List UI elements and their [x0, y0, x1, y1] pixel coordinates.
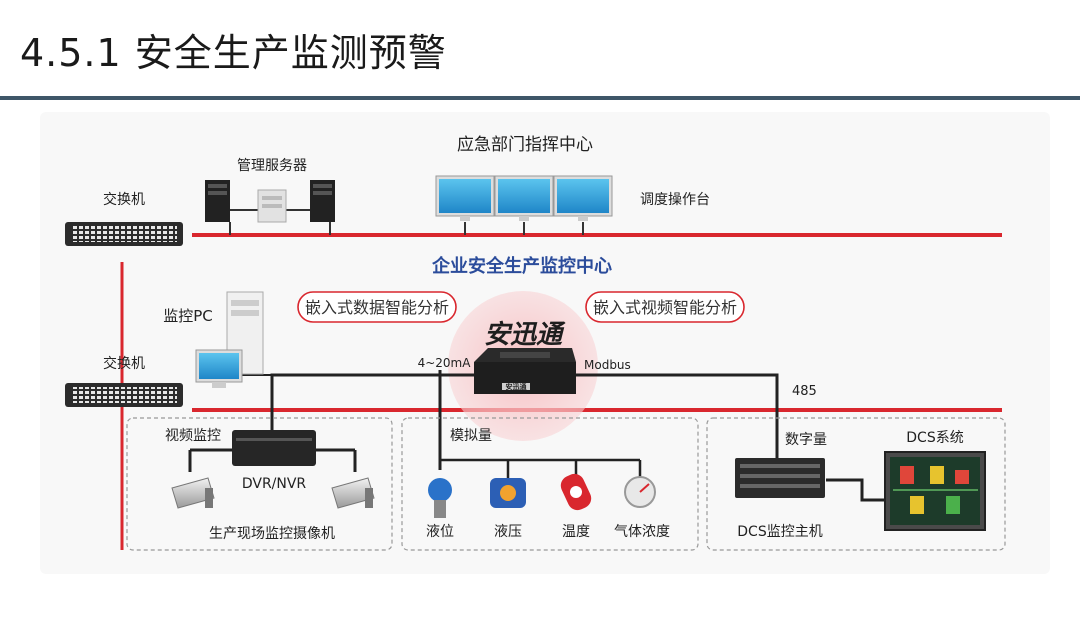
brand-logo: 安迅通 — [484, 320, 566, 350]
mgmt-server-label: 管理服务器 — [237, 158, 307, 174]
monitor-pc-icon — [195, 291, 264, 388]
embedded-video-capsule — [585, 291, 745, 323]
server-icon — [205, 180, 335, 223]
video-monitor-label: 视频监控 — [165, 428, 221, 444]
switch-top-label: 交换机 — [103, 191, 145, 208]
switch-top-icon — [65, 222, 183, 246]
level-label: 液位 — [426, 524, 454, 540]
embedded-data-label: 嵌入式数据智能分析 — [305, 298, 449, 317]
gas-label: 气体浓度 — [614, 524, 670, 540]
modbus-label: Modbus — [584, 358, 631, 372]
camera-left-icon — [171, 477, 215, 509]
central-device-icon — [474, 348, 576, 394]
temperature-sensor-icon — [560, 473, 592, 511]
analog-signal-label: 4~20mA — [418, 356, 472, 370]
dcs-screen-icon — [884, 451, 986, 531]
dispatch-console-label: 调度操作台 — [640, 192, 710, 208]
dvr-icon — [232, 430, 316, 466]
monitor-pc-label: 监控PC — [163, 307, 213, 325]
analog-group-box — [401, 417, 699, 551]
dvr-label: DVR/NVR — [242, 476, 307, 492]
pressure-label: 液压 — [494, 524, 522, 540]
digital-group-box — [706, 417, 1006, 551]
dcs-host-icon — [735, 458, 825, 498]
video-group-box — [126, 417, 393, 551]
gas-sensor-icon — [624, 476, 656, 508]
embedded-data-capsule — [297, 291, 457, 323]
monitor-icon — [435, 175, 613, 221]
pressure-sensor-icon — [490, 478, 526, 508]
analog-label: 模拟量 — [450, 428, 492, 444]
page-title: 4.5.1 安全生产监测预警 — [20, 31, 447, 75]
switch-mid-label: 交换机 — [103, 355, 145, 372]
cameras-label: 生产现场监控摄像机 — [209, 526, 335, 542]
level-sensor-icon — [428, 478, 452, 518]
signal-line-right — [576, 373, 779, 440]
dcs-host-label: DCS监控主机 — [737, 524, 822, 540]
rs485-label: 485 — [792, 384, 817, 399]
enterprise-center-label: 企业安全生产监控中心 — [431, 255, 612, 277]
dcs-system-label: DCS系统 — [906, 430, 963, 446]
camera-right-icon — [331, 477, 375, 509]
embedded-video-label: 嵌入式视频智能分析 — [593, 298, 737, 317]
digital-label: 数字量 — [785, 432, 827, 448]
emergency-center-label: 应急部门指挥中心 — [457, 135, 593, 155]
device-brand-text: 安迅通 — [506, 382, 528, 391]
title-divider — [0, 96, 1080, 100]
switch-mid-icon — [65, 383, 183, 407]
temperature-label: 温度 — [562, 524, 590, 540]
